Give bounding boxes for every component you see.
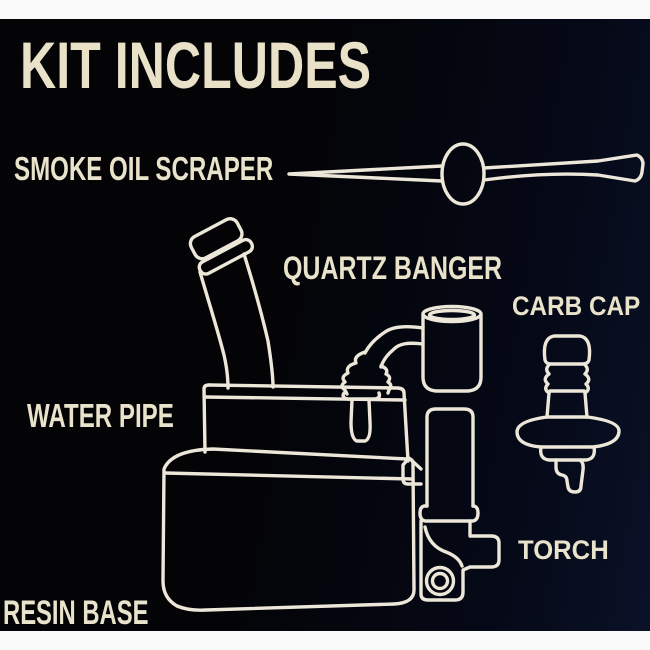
pipe-neck-right-edge (242, 252, 275, 389)
scraper-pick-shaft (287, 164, 444, 183)
pipe-body-top-right (207, 383, 410, 463)
banger-arm-bottom (379, 341, 425, 369)
page-title: KIT INCLUDES (20, 28, 372, 102)
scraper-paddle-shaft (482, 153, 645, 183)
torch-side-tab (401, 456, 423, 486)
pipe-mouthpiece (188, 217, 255, 276)
torch-drawing (401, 407, 501, 602)
carbcap-neck-left (545, 391, 551, 419)
pipe-neck-left-edge (198, 270, 230, 390)
poster-black-area (0, 19, 650, 631)
label-quartz-banger: QUARTZ BANGER (283, 250, 503, 286)
base-outline (161, 447, 416, 612)
banger-joint-ridges-left (340, 350, 367, 396)
banger-arm-top (363, 324, 425, 355)
label-carb-cap: CARB CAP (512, 291, 641, 321)
carbcap-disc (515, 415, 621, 449)
torch-trigger-ring-outer (424, 565, 456, 597)
torch-head (419, 519, 501, 602)
torch-tank (425, 407, 475, 508)
torch-trigger-ring-inner (430, 571, 450, 591)
scraper-bulge (440, 142, 486, 206)
carbcap-neck-ridges-left (543, 362, 552, 395)
torch-head-seam (423, 525, 464, 568)
label-torch: TORCH (518, 535, 609, 565)
resin-base-drawing (161, 447, 416, 612)
banger-rim-inner (427, 308, 477, 322)
carb-cap-drawing (515, 334, 621, 494)
quartz-banger-drawing (340, 304, 483, 443)
carbcap-knob (542, 334, 592, 366)
banger-joint-flange (341, 391, 382, 401)
pipe-body-left (202, 383, 211, 454)
carbcap-neck-right (583, 391, 589, 419)
carbcap-neck-ridges-right (582, 362, 591, 395)
label-water-pipe: WATER PIPE (27, 397, 174, 434)
carbcap-drip-tip (554, 458, 585, 494)
mouthpiece-cap (188, 217, 244, 261)
banger-joint-ridges-right (379, 364, 393, 395)
label-smoke-oil-scraper: SMOKE OIL SCRAPER (14, 150, 274, 187)
label-resin-base: RESIN BASE (3, 594, 149, 632)
smoke-oil-scraper-drawing (287, 142, 645, 206)
banger-bucket (421, 313, 483, 393)
base-lip (163, 471, 414, 481)
banger-joint-taper (349, 398, 372, 443)
torch-collar (418, 504, 480, 523)
carbcap-skirt (538, 445, 597, 462)
